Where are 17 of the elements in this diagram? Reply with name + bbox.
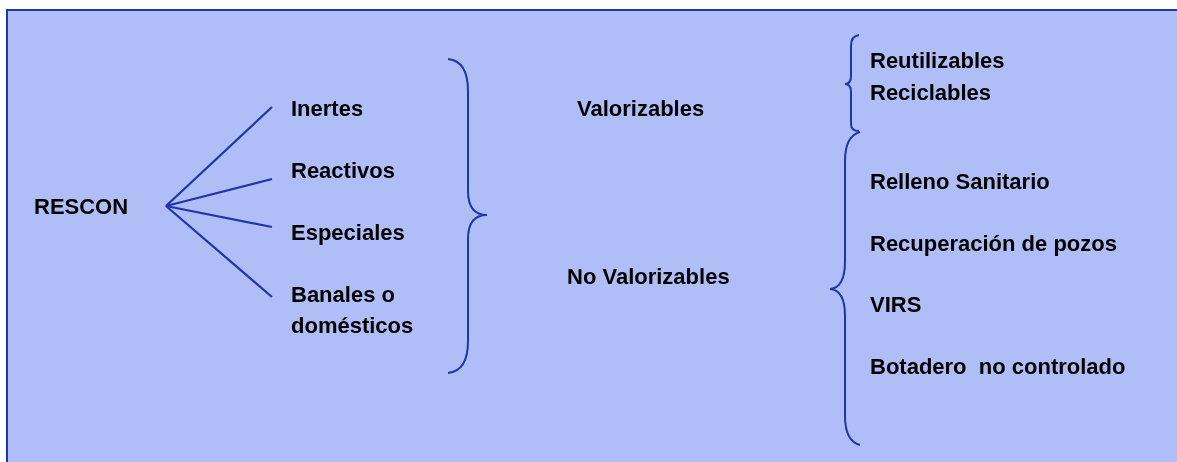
- category-label: RESCON: [34, 191, 166, 222]
- connector-line: [165, 177, 273, 208]
- category-label: Reutilizables: [870, 45, 1120, 76]
- category-label: Reciclables: [870, 77, 1120, 108]
- category-label: Especiales: [272, 217, 452, 248]
- category-label: Recuperación de pozos: [870, 228, 1170, 259]
- connector-line: [165, 106, 273, 207]
- category-label: Reactivos: [272, 155, 452, 186]
- connector-line: [165, 205, 273, 298]
- category-label: Relleno Sanitario: [870, 166, 1170, 197]
- category-label: VIRS: [870, 289, 1170, 320]
- category-label: Valorizables: [577, 93, 777, 124]
- category-label: Inertes: [272, 93, 452, 124]
- connector-line: [165, 204, 273, 229]
- category-label: No Valorizables: [567, 261, 777, 292]
- category-label: Banales o domésticos: [272, 279, 452, 341]
- category-label: Botadero no controlado: [870, 351, 1175, 382]
